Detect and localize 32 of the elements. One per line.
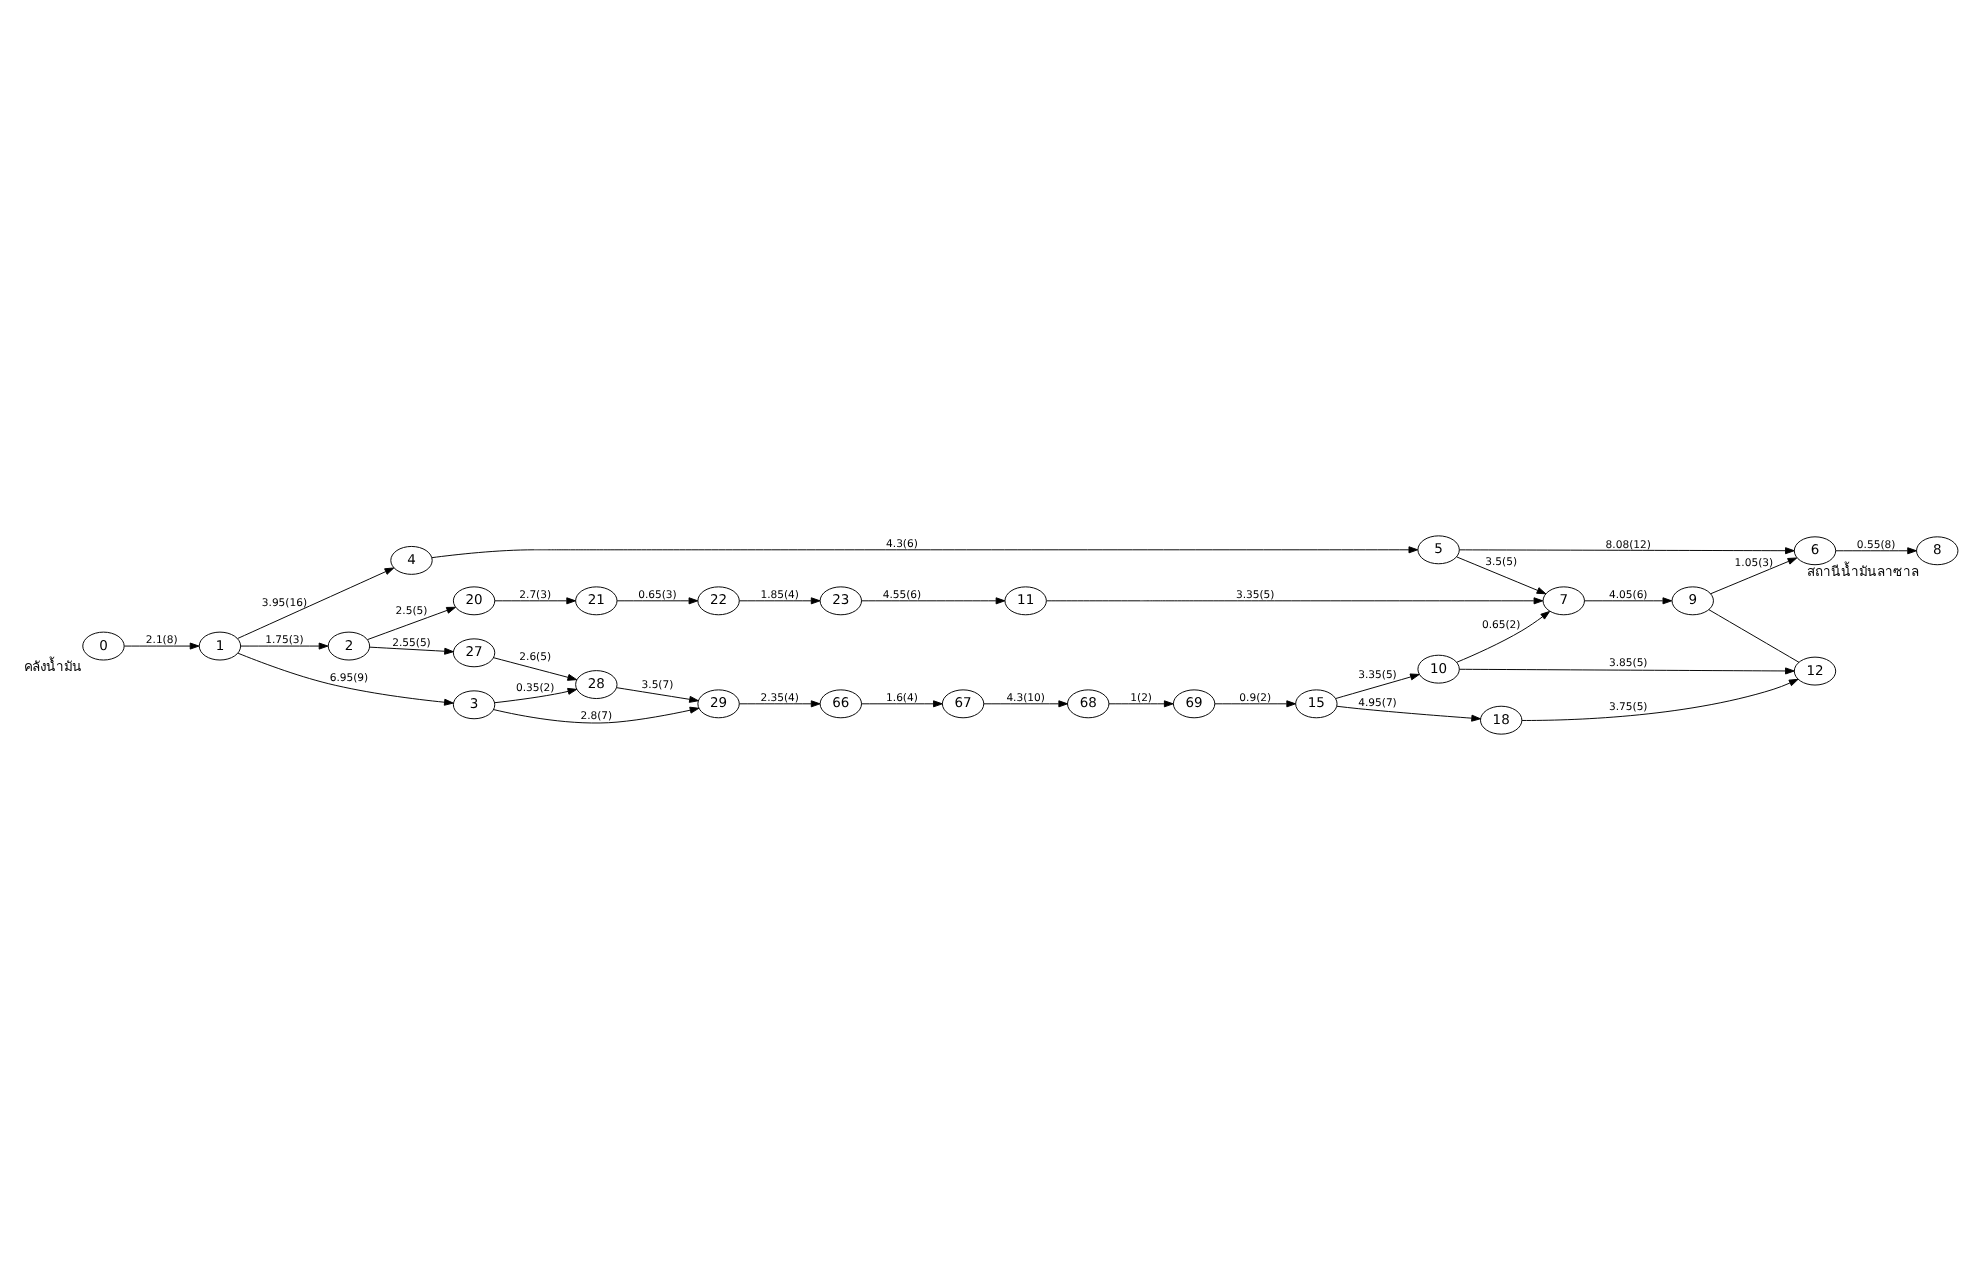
arrow — [1458, 546, 1795, 554]
arrow — [123, 641, 200, 649]
arrow — [369, 645, 454, 654]
connector — [1708, 608, 1800, 662]
arrow — [983, 699, 1068, 707]
arrow — [1521, 677, 1799, 720]
arrow — [861, 699, 943, 707]
arrow — [738, 596, 821, 604]
arrow — [1108, 699, 1174, 707]
arrow — [431, 545, 1419, 558]
arrow — [237, 566, 395, 638]
arrow — [1335, 672, 1420, 699]
arrow — [1456, 609, 1551, 662]
arrow — [1214, 699, 1296, 707]
arrow — [493, 705, 700, 723]
arrow — [616, 686, 699, 702]
arrow — [237, 651, 454, 705]
arrow — [1584, 596, 1673, 604]
arrow — [367, 605, 456, 640]
arrow — [494, 686, 578, 703]
arrow — [861, 596, 1006, 604]
arrow — [1835, 546, 1917, 554]
arrow — [616, 596, 699, 604]
arrow — [1458, 666, 1795, 674]
arrow — [738, 699, 821, 707]
arrow — [1046, 596, 1544, 604]
arrow — [1336, 704, 1481, 721]
arrow — [494, 596, 576, 604]
arrow — [1710, 556, 1798, 594]
arrow — [1456, 555, 1547, 594]
arrow — [493, 656, 578, 680]
arrow — [240, 641, 329, 649]
